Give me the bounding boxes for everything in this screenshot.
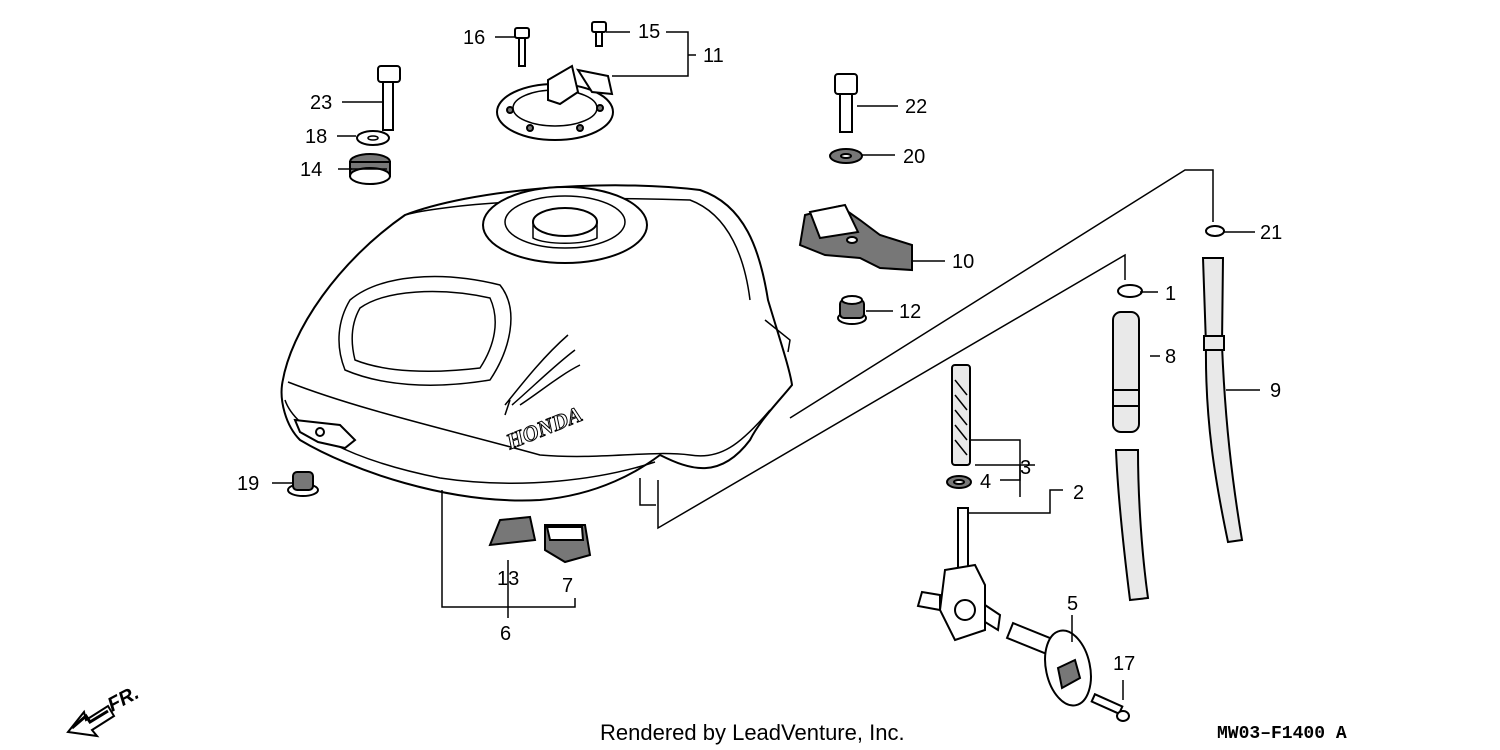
breather-hose-9[interactable] [1201, 257, 1244, 544]
rubber-cushion-14[interactable] [349, 153, 391, 185]
callout-23: 23 [310, 92, 332, 114]
leader-lines [272, 31, 1260, 700]
front-direction-arrow-icon [66, 704, 116, 738]
bolt-23[interactable] [377, 65, 401, 131]
callout-2: 2 [1073, 482, 1084, 504]
callout-6: 6 [500, 623, 511, 645]
clip-1[interactable] [1117, 284, 1143, 298]
callout-3: 3 [1020, 457, 1031, 479]
callout-19: 19 [237, 473, 259, 495]
callout-18: 18 [305, 126, 327, 148]
fuel-cap-assembly[interactable] [496, 64, 614, 141]
rubber-7[interactable] [544, 524, 592, 564]
callout-5: 5 [1067, 593, 1078, 615]
callout-17: 17 [1113, 653, 1135, 675]
callout-11: 11 [703, 45, 724, 67]
callout-15: 15 [638, 21, 660, 43]
screw-17[interactable] [1090, 692, 1130, 722]
o-ring-4[interactable] [946, 475, 972, 489]
washer-20[interactable] [829, 148, 863, 164]
guide-line-9 [789, 169, 1214, 419]
callout-13: 13 [497, 568, 519, 590]
callout-9: 9 [1270, 380, 1281, 402]
bolt-22[interactable] [834, 73, 858, 133]
callout-16: 16 [463, 27, 485, 49]
callout-7: 7 [562, 575, 573, 597]
callout-20: 20 [903, 146, 925, 168]
guide-line-8 [657, 253, 1126, 530]
rubber-13[interactable] [488, 515, 537, 547]
callout-12: 12 [899, 301, 921, 323]
callout-21: 21 [1260, 222, 1282, 244]
fuel-tank[interactable]: HONDA [280, 184, 794, 502]
callout-1: 1 [1165, 283, 1176, 305]
clip-21[interactable] [1205, 225, 1225, 237]
callout-8: 8 [1165, 346, 1176, 368]
guide-line-tank [639, 478, 656, 506]
screw-16[interactable] [514, 27, 530, 67]
diagram-code: MW03–F1400 A [1217, 724, 1347, 744]
screw-15[interactable] [591, 21, 607, 47]
collar-19[interactable] [287, 471, 319, 497]
collar-12[interactable] [837, 295, 867, 325]
callout-10: 10 [952, 251, 974, 273]
bracket-10[interactable] [798, 203, 913, 272]
callout-14: 14 [300, 159, 322, 181]
fuel-valve-lever-5[interactable] [1005, 621, 1097, 710]
washer-18[interactable] [356, 130, 390, 146]
fuel-hose-8[interactable] [1112, 311, 1150, 602]
footer-credit: Rendered by LeadVenture, Inc. [600, 720, 905, 745]
callout-22: 22 [905, 96, 927, 118]
callout-4: 4 [980, 471, 991, 493]
fuel-valve-2[interactable] [916, 507, 1002, 642]
fuel-strainer-3[interactable] [951, 364, 971, 466]
